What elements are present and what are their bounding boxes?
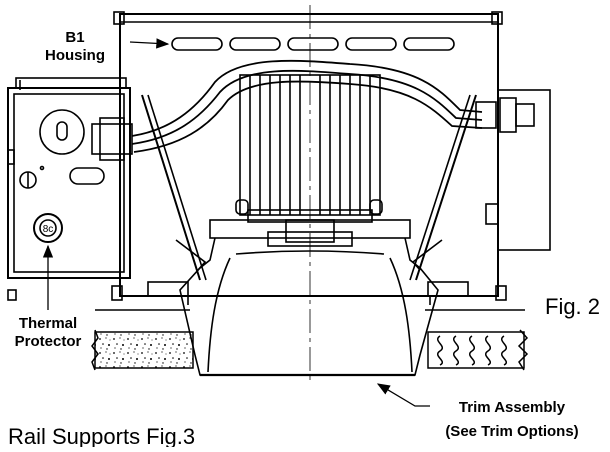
ceiling-right	[427, 329, 529, 371]
spring-clips	[141, 94, 477, 281]
figure-label: Fig. 2	[545, 294, 600, 319]
thermal-label-line1: Thermal	[19, 315, 77, 332]
heatsink	[235, 74, 383, 223]
wire-harness	[131, 59, 483, 153]
thermal-label-line2: Protector	[15, 333, 82, 350]
housing-leader	[129, 38, 170, 49]
trim-leader	[376, 383, 430, 407]
protector-mark: 8c	[43, 224, 54, 235]
bottom-caption: Rail Supports Fig.3	[8, 424, 195, 447]
housing-slots	[171, 37, 455, 51]
ceiling-left	[91, 329, 194, 371]
housing-label-line1: B1	[65, 29, 84, 46]
connector-box	[475, 89, 551, 251]
trim-label-line1: Trim Assembly	[459, 399, 566, 416]
housing-box	[119, 13, 499, 297]
housing-label-line2: Housing	[45, 47, 105, 64]
trim-cone	[179, 219, 439, 377]
trim-label-line2: (See Trim Options)	[445, 423, 578, 440]
junction-box	[7, 77, 133, 301]
